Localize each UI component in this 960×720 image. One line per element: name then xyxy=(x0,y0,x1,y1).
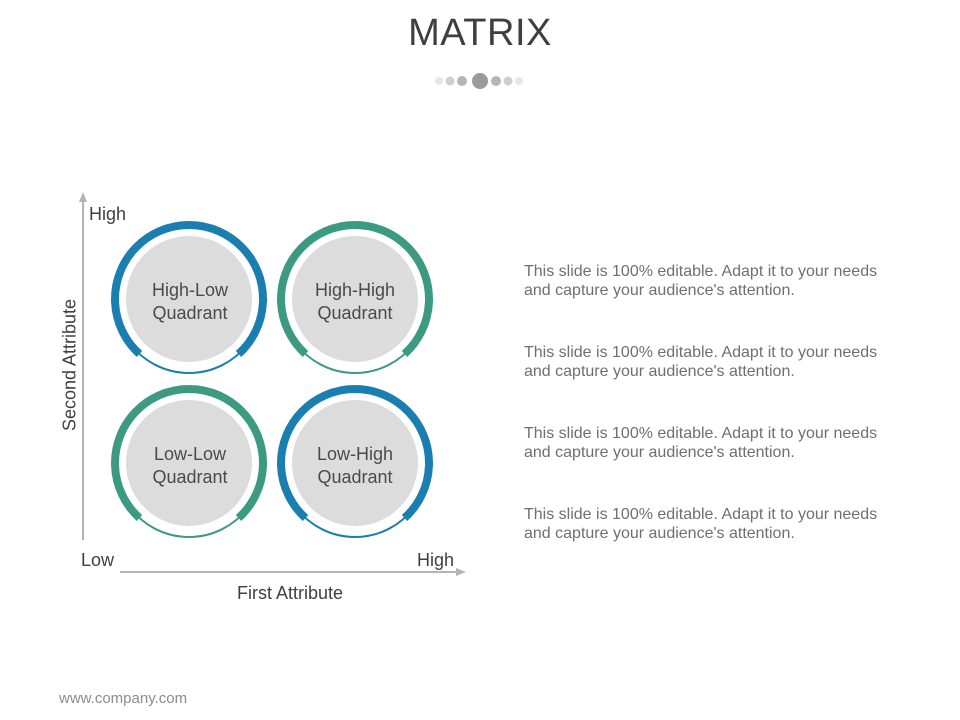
quadrant-label-line: High-Low xyxy=(151,280,229,300)
description-line: This slide is 100% editable. Adapt it to… xyxy=(524,506,878,523)
quadrant-label-line: High-High xyxy=(314,280,396,300)
quadrant-low-high-label: Low-High Quadrant xyxy=(295,443,415,489)
quadrant-low-high-ring xyxy=(277,385,433,538)
quadrant-label-line: Low-Low xyxy=(153,444,227,464)
ring-thin-arc xyxy=(129,343,249,374)
quadrant-label-line: Quadrant xyxy=(317,303,393,323)
quadrant-rings xyxy=(111,221,433,538)
quadrant-circle xyxy=(292,236,418,362)
description-line: and capture your audience's attention. xyxy=(524,363,795,380)
dot-active xyxy=(472,73,488,89)
dot xyxy=(515,77,523,85)
ring-thin-arc xyxy=(295,507,415,538)
slide-title: MATRIX xyxy=(408,12,552,54)
ring-thick-arc xyxy=(111,385,267,521)
quadrant-label-line: Low-High xyxy=(316,444,394,464)
description-block: This slide is 100% editable. Adapt it to… xyxy=(524,424,894,462)
x-axis-low-label: Low xyxy=(81,550,115,570)
description-block: This slide is 100% editable. Adapt it to… xyxy=(524,262,894,300)
quadrant-high-low-label: High-Low Quadrant xyxy=(130,279,250,325)
description-line: and capture your audience's attention. xyxy=(524,282,795,299)
dot xyxy=(457,76,467,86)
description-line: This slide is 100% editable. Adapt it to… xyxy=(524,263,878,280)
y-axis-title: Second Attribute xyxy=(59,298,80,432)
ring-thin-arc xyxy=(295,343,415,374)
quadrant-low-low-label: Low-Low Quadrant xyxy=(130,443,250,489)
dot xyxy=(445,76,455,86)
quadrant-circle xyxy=(292,400,418,526)
quadrant-circle xyxy=(126,400,252,526)
footer-url: www.company.com xyxy=(59,690,188,707)
pagination-dots xyxy=(435,73,523,89)
quadrant-high-high-label: High-High Quadrant xyxy=(295,279,415,325)
quadrant-high-high-ring xyxy=(277,221,433,374)
ring-thick-arc xyxy=(277,221,433,357)
description-line: and capture your audience's attention. xyxy=(524,444,795,461)
description-line: and capture your audience's attention. xyxy=(524,525,795,542)
description-block: This slide is 100% editable. Adapt it to… xyxy=(524,505,894,543)
description-line: This slide is 100% editable. Adapt it to… xyxy=(524,425,878,442)
quadrant-low-low-ring xyxy=(111,385,267,538)
x-axis-high-label: High xyxy=(417,550,455,570)
description-line: This slide is 100% editable. Adapt it to… xyxy=(524,344,878,361)
ring-thick-arc xyxy=(277,385,433,521)
y-axis-arrow xyxy=(79,192,87,202)
quadrant-label-line: Quadrant xyxy=(152,467,228,487)
x-axis-arrow xyxy=(456,568,466,576)
quadrant-circle xyxy=(126,236,252,362)
y-axis-high-label: High xyxy=(89,204,127,224)
quadrant-high-low-ring xyxy=(111,221,267,374)
dot xyxy=(491,76,501,86)
dot xyxy=(435,77,443,85)
ring-thin-arc xyxy=(129,507,249,538)
dot xyxy=(503,76,513,86)
quadrant-label-line: Quadrant xyxy=(152,303,228,323)
description-block: This slide is 100% editable. Adapt it to… xyxy=(524,343,894,381)
quadrant-label-line: Quadrant xyxy=(317,467,393,487)
x-axis-title: First Attribute xyxy=(237,583,344,603)
ring-thick-arc xyxy=(111,221,267,357)
